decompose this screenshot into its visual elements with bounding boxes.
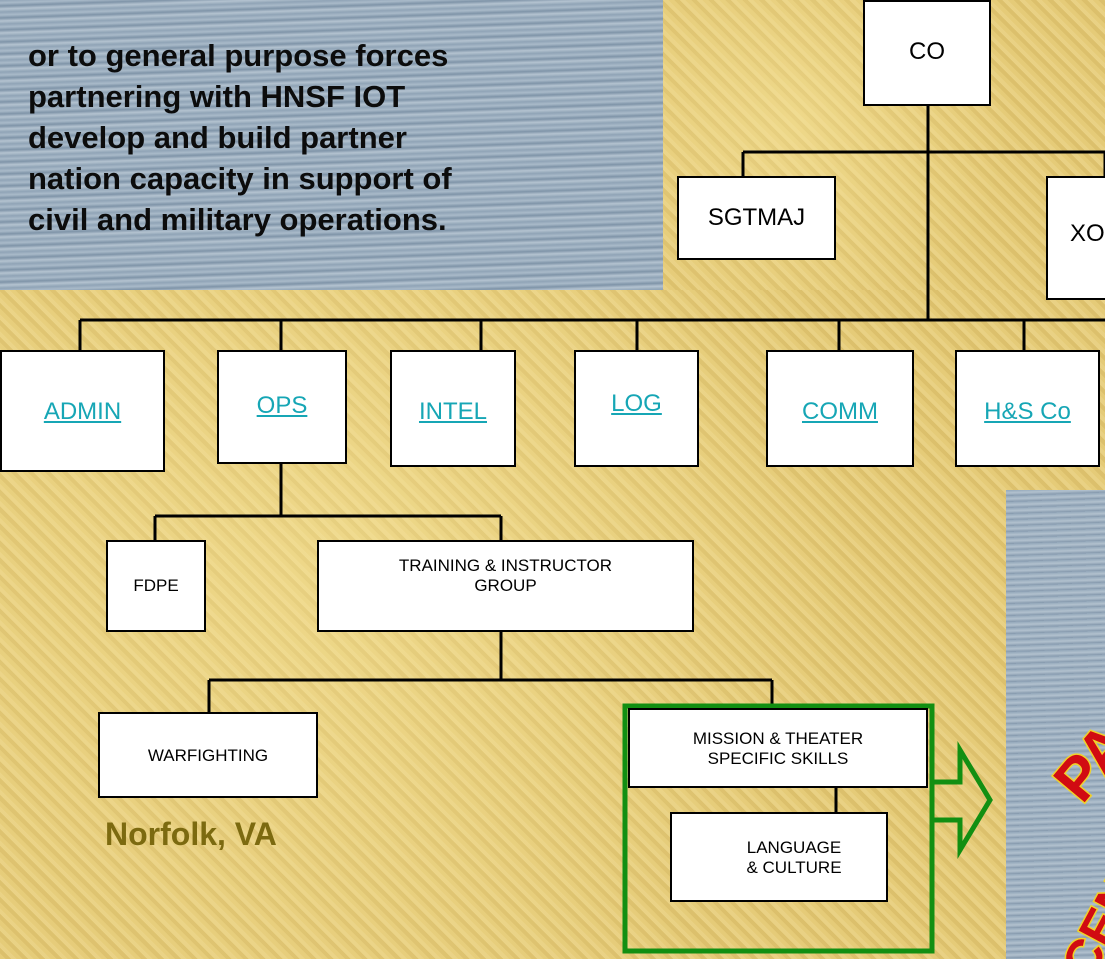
mission-line-6: civil and military operations. (28, 202, 447, 237)
tig-label-line1: TRAINING & INSTRUCTOR (398, 556, 613, 575)
mission-line-5: nation capacity in support of (28, 161, 452, 196)
co-label: CO (909, 38, 945, 65)
mission-skills-line2: SPECIFIC SKILLS (707, 749, 849, 768)
fdpe-label: FDPE (133, 576, 179, 595)
mission-line-3: partnering with HNSF IOT (28, 79, 406, 114)
hs-co-link[interactable]: H&S Co (984, 398, 1071, 425)
location-label: Norfolk, VA (105, 816, 277, 852)
xo-label: XO (1070, 220, 1105, 247)
mission-statement: or to general purpose forces partnering … (28, 0, 648, 240)
comm-box: COMM (766, 350, 914, 467)
warfighting-box: WARFIGHTING (98, 712, 318, 798)
fdpe-box: FDPE (106, 540, 206, 632)
language-culture-box: LANGUAGE & CULTURE (670, 812, 888, 902)
language-line1: LANGUAGE (746, 838, 842, 857)
language-line2: & CULTURE (746, 858, 842, 877)
comm-link[interactable]: COMM (802, 398, 878, 425)
hs-co-box: H&S Co (955, 350, 1100, 467)
water-panel-right (1006, 490, 1105, 959)
mission-skills-line1: MISSION & THEATER (692, 729, 864, 748)
mission-line-4: develop and build partner (28, 120, 407, 155)
tig-label-line2: GROUP (474, 576, 537, 595)
sgtmaj-box: SGTMAJ (677, 176, 836, 260)
ops-link[interactable]: OPS (256, 392, 308, 419)
intel-box: INTEL (390, 350, 516, 467)
sgtmaj-label: SGTMAJ (707, 204, 806, 231)
warfighting-label: WARFIGHTING (147, 746, 269, 765)
admin-link[interactable]: ADMIN (43, 398, 122, 425)
intel-link[interactable]: INTEL (418, 398, 487, 425)
log-link[interactable]: LOG (611, 390, 662, 417)
log-box: LOG (574, 350, 699, 467)
training-instructor-group-box: TRAINING & INSTRUCTOR GROUP (317, 540, 694, 632)
ops-box: OPS (217, 350, 347, 464)
mission-line-2: or to general purpose forces (28, 38, 449, 73)
admin-box: ADMIN (0, 350, 165, 472)
xo-box: XO (1046, 176, 1105, 300)
mission-theater-skills-box: MISSION & THEATER SPECIFIC SKILLS (628, 708, 928, 788)
co-box: CO (863, 0, 991, 106)
